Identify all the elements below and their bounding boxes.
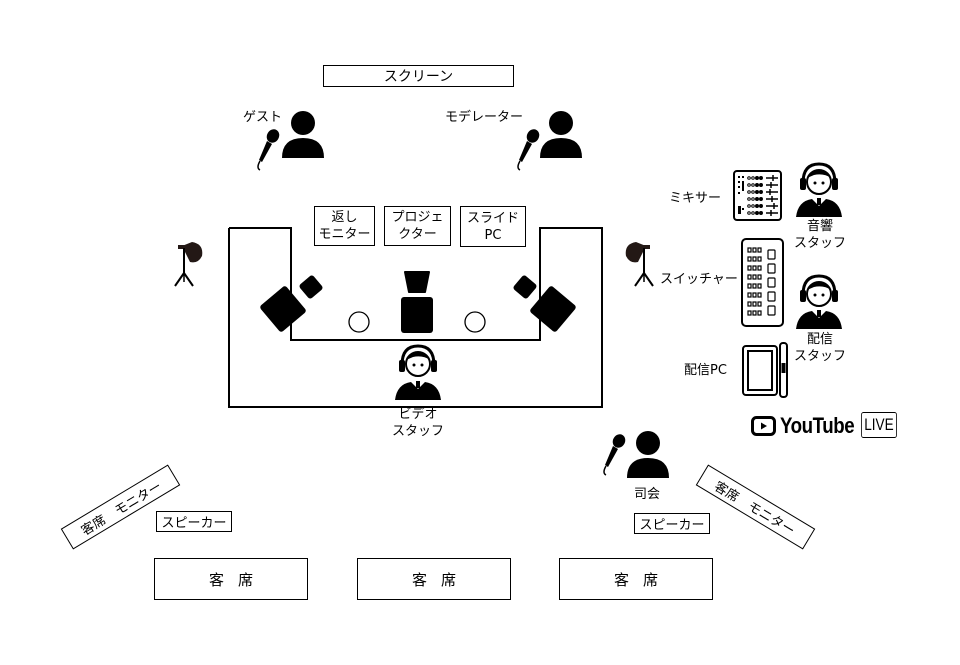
mixer-channel-rows xyxy=(747,176,763,215)
audience-seat-label: 客席 xyxy=(208,570,267,589)
audience-seat-block-right: 客席 xyxy=(559,558,713,600)
stream-pc-tablet-icon xyxy=(742,342,788,398)
emcee-person-icon xyxy=(627,431,669,478)
live-badge: LIVE xyxy=(861,412,897,438)
moderator-label: モデレーター xyxy=(445,110,524,125)
guest-person-icon xyxy=(282,111,324,158)
youtube-live-logo: YouTube LIVE xyxy=(751,412,897,440)
left-stool-icon xyxy=(348,311,370,333)
switcher-icon xyxy=(741,238,784,327)
return-monitor-label: 返し モニター xyxy=(318,210,371,242)
speaker-right: スピーカー xyxy=(634,513,710,534)
audio-staff-label: 音響 スタッフ xyxy=(793,219,846,251)
right-stool-icon xyxy=(464,311,486,333)
moderator-person-icon xyxy=(540,111,582,158)
projector-label: プロジェ クター xyxy=(391,210,444,242)
speaker-left-label: スピーカー xyxy=(161,516,227,531)
audience-seat-block-left: 客席 xyxy=(154,558,308,600)
screen: スクリーン xyxy=(323,65,514,87)
stream-pc-label: 配信PC xyxy=(684,363,727,378)
mixer-icon xyxy=(733,170,782,221)
mixer-label: ミキサー xyxy=(669,191,722,206)
screen-label: スクリーン xyxy=(383,69,454,85)
guest-microphone-icon xyxy=(257,129,280,171)
right-light-stand-icon xyxy=(625,242,654,287)
switcher-label: スイッチャー xyxy=(660,272,738,287)
stream-staff-label: 配信 スタッフ xyxy=(793,332,846,364)
audience-seat-label: 客席 xyxy=(613,570,672,589)
emcee-microphone-icon xyxy=(603,434,626,476)
audience-seat-label: 客席 xyxy=(411,570,470,589)
speaker-left: スピーカー xyxy=(156,511,232,532)
speaker-right-label: スピーカー xyxy=(639,518,705,533)
left-light-stand-icon xyxy=(174,242,203,287)
stream-staff-headset-person-icon xyxy=(796,274,842,329)
video-staff-headset-person-icon xyxy=(395,344,441,400)
switcher-buttons xyxy=(747,247,776,316)
emcee-label: 司会 xyxy=(634,487,661,502)
moderator-microphone-icon xyxy=(517,129,540,171)
right-camera-icon xyxy=(513,275,576,332)
stage-outer-line xyxy=(228,227,603,408)
youtube-wordmark: YouTube xyxy=(780,413,855,438)
projector-box: プロジェ クター xyxy=(384,206,451,246)
youtube-play-icon xyxy=(751,416,776,436)
audio-staff-headset-person-icon xyxy=(796,162,842,217)
slide-pc-box: スライド PC xyxy=(460,206,526,247)
center-camera-icon xyxy=(401,271,433,333)
guest-label: ゲスト xyxy=(243,110,283,125)
audience-seat-block-center: 客席 xyxy=(357,558,511,600)
return-monitor-box: 返し モニター xyxy=(314,206,375,246)
video-staff-label: ビデオ スタッフ xyxy=(391,407,444,439)
left-camera-icon xyxy=(260,275,323,332)
slide-pc-label: スライド PC xyxy=(466,210,519,243)
